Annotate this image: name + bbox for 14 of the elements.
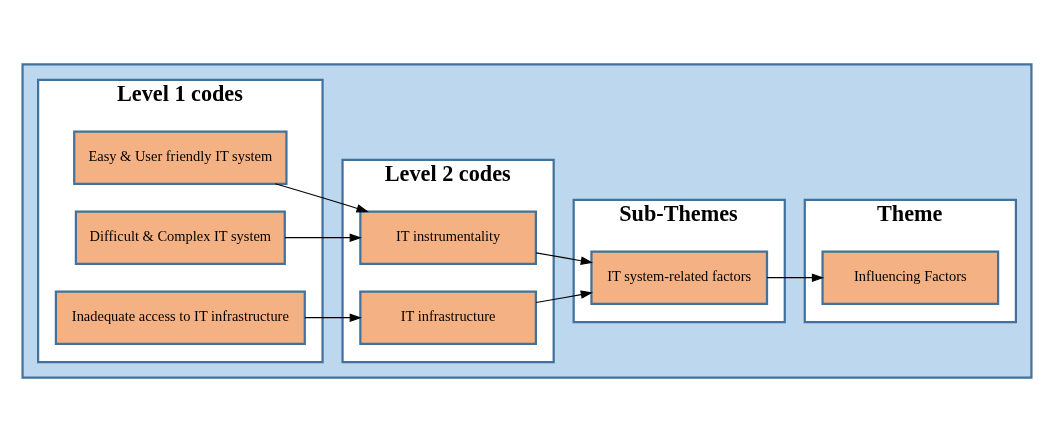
arrow	[535, 251, 593, 265]
arrow	[274, 182, 369, 212]
arrow	[284, 232, 362, 242]
arrow	[535, 289, 593, 303]
node-box: IT system-related factors	[590, 249, 769, 305]
node-box: Easy & User friendly IT system	[73, 129, 288, 185]
cluster	[21, 62, 1033, 379]
node-box: IT infrastructure	[359, 289, 537, 345]
arrow	[766, 272, 825, 282]
node-box: Difficult & Complex IT system	[74, 209, 286, 265]
node-box: Inadequate access to IT infrastructure	[54, 289, 306, 345]
node-box: IT instrumentality	[359, 209, 537, 265]
arrow	[304, 312, 362, 322]
node-box: Influencing Factors	[821, 249, 1000, 305]
